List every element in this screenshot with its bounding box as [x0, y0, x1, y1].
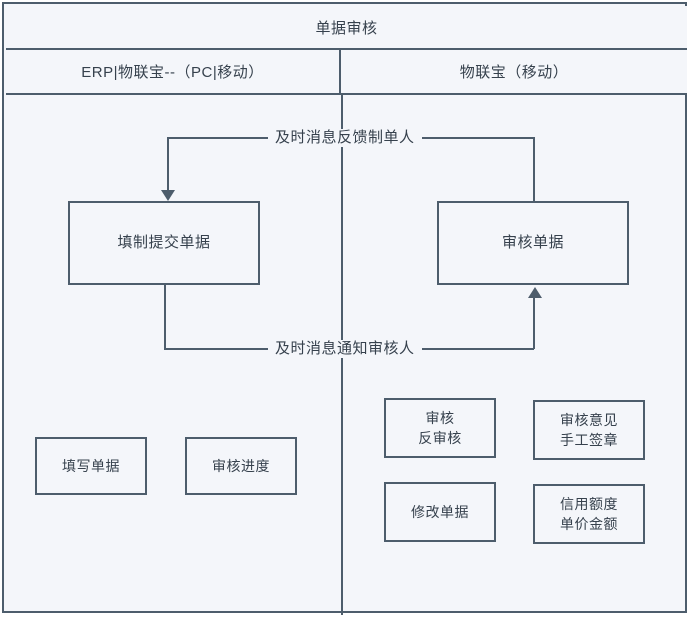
node-fill-submit-document[interactable]: 填制提交单据	[68, 201, 260, 285]
edge-label-notify-reviewer: 及时消息通知审核人	[268, 340, 422, 358]
node-fill-submit-document-label: 填制提交单据	[117, 234, 211, 252]
node-modify-document[interactable]: 修改单据	[384, 482, 496, 542]
edge-notify-arrowhead	[528, 287, 542, 298]
node-fill-document[interactable]: 填写单据	[35, 437, 147, 495]
node-credit-amount-price-label: 信用额度 单价金额	[560, 495, 618, 532]
edge-notify-riser-right	[533, 297, 535, 349]
node-review-document-label: 审核单据	[501, 234, 564, 252]
node-fill-document-label: 填写单据	[62, 457, 120, 474]
edge-feedback-arrowhead	[161, 190, 175, 201]
node-modify-document-label: 修改单据	[411, 503, 469, 520]
node-review-unreview[interactable]: 审核 反审核	[384, 398, 496, 458]
edge-feedback-riser-right	[533, 137, 535, 203]
edge-feedback-drop-left	[167, 137, 169, 192]
edge-label-feedback-to-creator: 及时消息反馈制单人	[268, 129, 422, 147]
node-review-unreview-label: 审核 反审核	[418, 409, 462, 446]
swimlane-pool: 单据审核 ERP|物联宝--（PC|移动） 物联宝（移动） 及时消息反馈制单人 …	[2, 2, 687, 615]
node-review-progress[interactable]: 审核进度	[185, 437, 297, 495]
node-review-progress-label: 审核进度	[212, 457, 270, 474]
node-credit-amount-price[interactable]: 信用额度 单价金额	[533, 484, 645, 544]
lane-header-erp: ERP|物联宝--（PC|移动）	[6, 50, 341, 95]
lane-header-wlb: 物联宝（移动）	[341, 50, 687, 95]
node-review-opinion-signature[interactable]: 审核意见 手工签章	[533, 400, 645, 460]
node-review-opinion-signature-label: 审核意见 手工签章	[560, 411, 618, 448]
pool-title: 单据审核	[6, 6, 687, 50]
edge-notify-drop-left	[164, 285, 166, 349]
node-review-document[interactable]: 审核单据	[437, 201, 629, 285]
